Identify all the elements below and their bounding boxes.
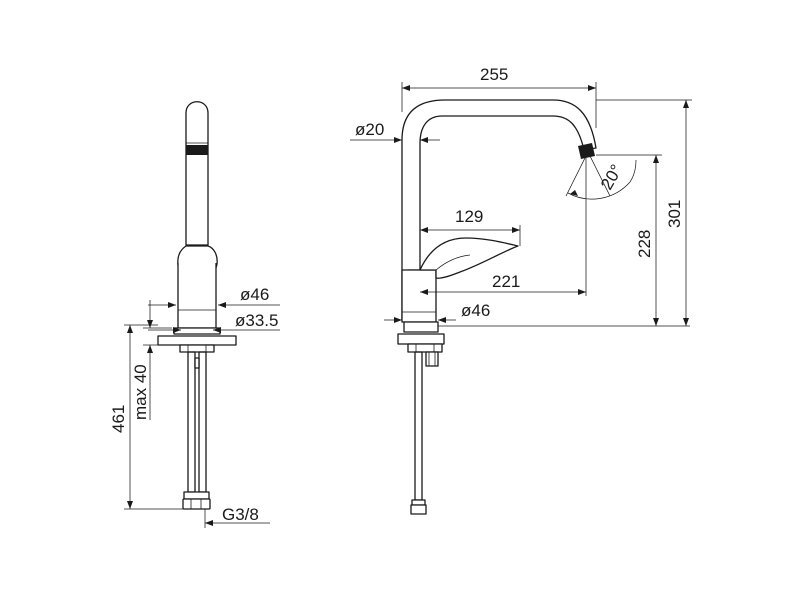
front-nut (407, 343, 443, 353)
front-fitting-bottom (410, 504, 427, 515)
side-nut (179, 344, 215, 353)
front-valve-stub (425, 351, 439, 367)
side-base-ring (173, 327, 221, 335)
label-handle-reach: 129 (455, 207, 483, 226)
faucet-side-view (157, 101, 237, 510)
label-shank-diameter: ø33.5 (235, 311, 278, 330)
label-outlet-height: 228 (635, 230, 654, 258)
label-connection-thread: G3/8 (222, 505, 259, 524)
label-total-width: 255 (480, 65, 508, 84)
label-total-height: 301 (665, 200, 684, 228)
side-fitting-bottom (182, 498, 211, 510)
front-dimensions (350, 82, 692, 327)
side-spout-tube (185, 101, 209, 246)
label-base-diameter-front: ø46 (461, 301, 490, 320)
front-aerator (578, 143, 595, 159)
label-outlet-angle: 20° (597, 161, 626, 193)
side-hose-right (198, 351, 207, 493)
side-mounting-plate (157, 335, 237, 346)
side-dimensions (124, 300, 280, 528)
faucet-front-view (397, 99, 597, 515)
front-lever-handle (419, 237, 519, 279)
front-base-ring (403, 321, 439, 333)
front-mounting-plate (397, 333, 445, 345)
front-hose (414, 351, 423, 501)
side-body (177, 263, 217, 329)
label-base-diameter-side: ø46 (240, 285, 269, 304)
side-hose-left (187, 351, 196, 493)
side-fitting-top (183, 491, 210, 500)
side-aerator-band (186, 145, 208, 155)
label-overall-length: 461 (109, 405, 128, 433)
label-max-counter-thickness: max 40 (131, 364, 150, 420)
front-fitting-top (411, 499, 426, 506)
front-body (401, 269, 437, 323)
label-spout-reach: 221 (492, 272, 520, 291)
label-spout-diameter: ø20 (355, 120, 384, 139)
